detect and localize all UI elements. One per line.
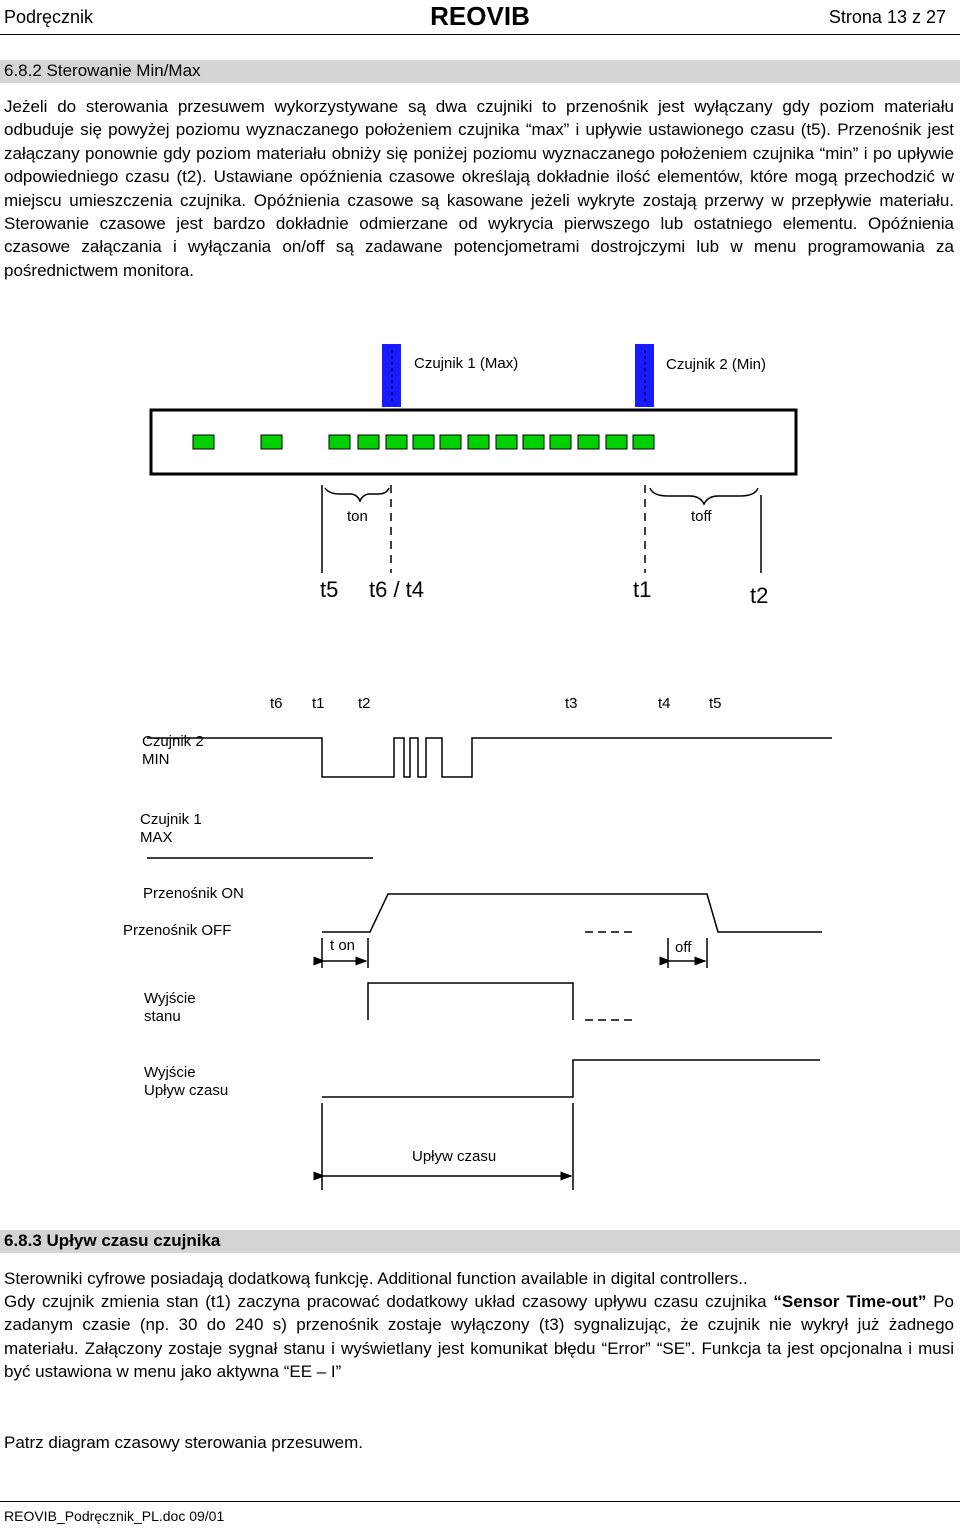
section-title-683: 6.8.3 Upływ czasu czujnika	[4, 1231, 221, 1250]
timing-label-t2: t2	[358, 695, 371, 712]
row-label-przenosnik-on: Przenośnik ON	[143, 885, 244, 902]
conveyor-belt	[149, 408, 798, 476]
timing-label-t4: t4	[658, 695, 671, 712]
label-off: off	[675, 939, 692, 956]
section-683-p3: Patrz diagram czasowy sterowania przesuw…	[4, 1433, 364, 1452]
label-t-on: t on	[330, 937, 355, 954]
ton-brace	[324, 487, 390, 503]
section-body-682: Jeżeli do sterowania przesuwem wykorzyst…	[4, 97, 954, 280]
row-label-przenosnik-off: Przenośnik OFF	[123, 922, 231, 939]
signal-wyjscie-stanu	[367, 982, 574, 1020]
header-page-number: Strona 13 z 27	[828, 7, 946, 27]
t1-label: t1	[633, 577, 651, 602]
toff-brace	[649, 487, 759, 506]
header-title: REOVIB	[430, 1, 530, 31]
footer-rule	[0, 1501, 960, 1502]
material-elements	[192, 434, 655, 450]
sensor-timeout-term: “Sensor Time-out”	[773, 1292, 927, 1311]
t2-label: t2	[750, 583, 768, 608]
section-683-p2: Gdy czujnik zmienia stan (t1) zaczyna pr…	[4, 1292, 954, 1382]
timing-label-t3: t3	[565, 695, 578, 712]
signal-przenosnik	[322, 893, 822, 933]
t6t4-label: t6 / t4	[369, 577, 424, 602]
sensor-1-label: Czujnik 1 (Max)	[414, 355, 518, 372]
toff-label: toff	[691, 508, 712, 525]
section-heading-682: 6.8.2 Sterowanie Min/Max	[0, 60, 960, 83]
ton-label: ton	[347, 508, 368, 525]
section-heading-683: 6.8.3 Upływ czasu czujnika	[0, 1230, 960, 1253]
page-header: Podręcznik REOVIB Strona 13 z 27	[0, 0, 960, 34]
section-title-682: 6.8.2 Sterowanie Min/Max	[4, 61, 201, 80]
label-uplyw-czasu: Upływ czasu	[412, 1148, 496, 1165]
signal-czujnik2	[147, 737, 832, 778]
page-footer: REOVIB_Podręcznik_PL.doc 09/01	[4, 1508, 225, 1524]
conveyor-diagram: Czujnik 1 (Max) Czujnik 2 (Min)	[149, 344, 798, 608]
header-left: Podręcznik	[4, 7, 94, 27]
signal-wyjscie-uplyw	[322, 1059, 820, 1098]
sensor-2-label: Czujnik 2 (Min)	[666, 356, 766, 373]
section-683-p1: Sterowniki cyfrowe posiadają dodatkową f…	[4, 1269, 748, 1288]
header-rule	[0, 34, 960, 35]
timing-label-t5: t5	[709, 695, 722, 712]
timing-label-t1: t1	[312, 695, 325, 712]
timing-label-t6: t6	[270, 695, 283, 712]
t5-label: t5	[320, 577, 338, 602]
